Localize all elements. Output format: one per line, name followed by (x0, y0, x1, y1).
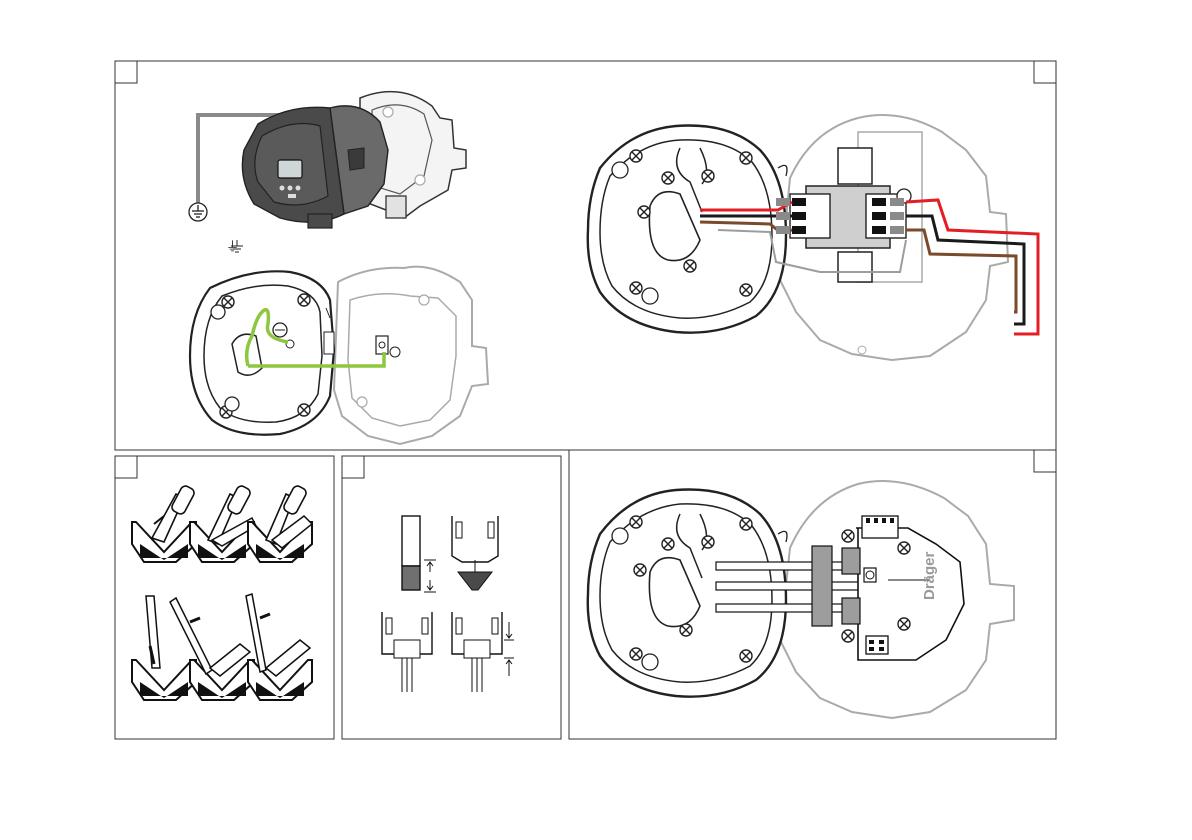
screwdriver-step-1 (132, 484, 196, 562)
panel-cable-stripping (382, 516, 514, 692)
gland-assembly-left (382, 612, 432, 692)
gland-assembly-right (452, 612, 514, 692)
display-window (278, 160, 302, 178)
lever-step-3 (246, 594, 312, 700)
panel-marker-4 (342, 456, 364, 478)
panel-spring-terminal-operation (132, 484, 312, 700)
panel-marker-2 (1034, 61, 1056, 83)
screwdriver-step-3 (248, 484, 312, 562)
panel-terminal-wiring (588, 115, 1038, 360)
panel-marker-3 (115, 456, 137, 478)
lid-earth-terminal (376, 336, 388, 354)
panel-marker-5 (1034, 450, 1056, 472)
panel-marker-1 (115, 61, 137, 83)
transmitter-head (242, 106, 388, 228)
screwdriver-step-2 (190, 484, 256, 562)
strip-length-cable (402, 516, 436, 592)
brand-logo-text: Dräger (921, 551, 938, 600)
open-enclosure-earth (190, 267, 488, 444)
lever-step-1 (132, 596, 196, 700)
module-connector-bottom (866, 636, 888, 654)
panel-module-installed: Dräger (588, 481, 1014, 718)
gland-seal (452, 516, 498, 590)
earth-symbol-icon (189, 203, 207, 221)
panel-4-frame (342, 456, 561, 739)
panel-earth-bonding: ⏚ (189, 92, 488, 444)
